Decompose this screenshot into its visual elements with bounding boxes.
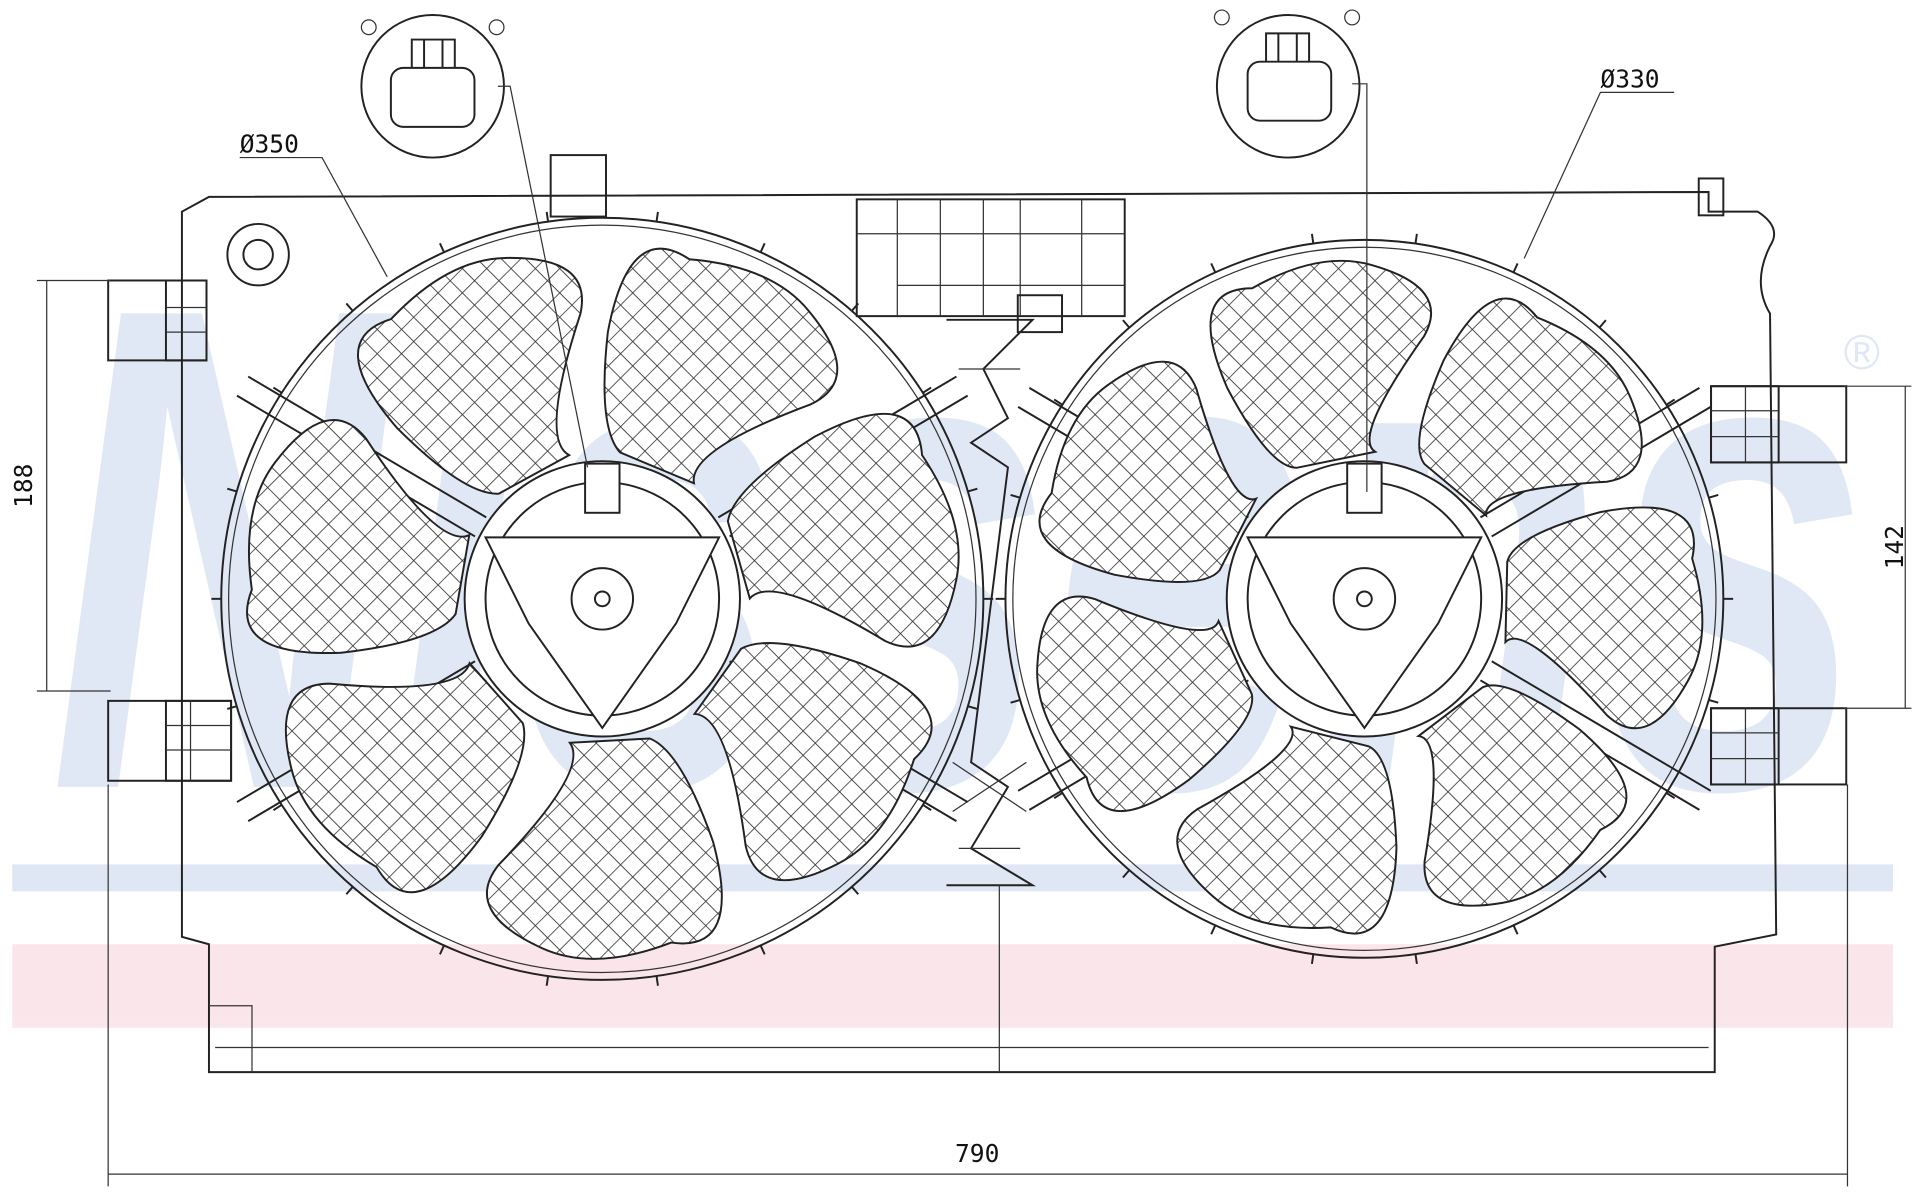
right-connector-detail <box>1213 9 1368 492</box>
fan-ring-tab <box>1310 233 1315 244</box>
fan-ring-tab <box>345 886 354 895</box>
fan-ring-tab <box>1512 263 1519 273</box>
overall-width-label: 790 <box>955 1139 999 1168</box>
fan-ring-tab <box>1210 924 1217 935</box>
fan-blade <box>1415 684 1628 907</box>
fan-ring-tab <box>1414 953 1418 964</box>
fan-blade <box>692 642 933 882</box>
fan-motor-bracket <box>1246 536 1483 730</box>
fan-blade <box>1038 360 1259 583</box>
fan-hub-cap <box>570 567 635 631</box>
fan-ring-tab <box>545 211 550 222</box>
fan-ring-tab <box>439 242 445 253</box>
left-brackets <box>107 279 233 782</box>
fan-ring-tab <box>272 386 283 394</box>
fan-ring-tab <box>1310 953 1315 964</box>
fan-ring-tab <box>851 302 860 312</box>
watermark-stripe-red <box>12 944 1893 1028</box>
fan-ring-tab <box>1053 398 1063 406</box>
fan-ring-tab <box>655 211 659 222</box>
fan-ring-tab <box>1708 699 1719 704</box>
dimensions: Ø350 Ø330 188 142 790 <box>9 64 1912 1187</box>
fan-ring-tab <box>1210 263 1217 273</box>
fan-ring-tab <box>922 386 932 394</box>
right-fan <box>995 233 1734 964</box>
fan-motor-connector <box>1346 462 1383 514</box>
fan-blade <box>1209 259 1433 469</box>
fan-ring-tab <box>1512 924 1519 935</box>
watermark-registered: ® <box>1844 325 1880 380</box>
fan-ring-tab <box>1665 792 1676 800</box>
fan-ring-tab <box>226 487 237 493</box>
fan-ring-tab <box>967 705 978 710</box>
fan-ring-tab <box>1122 869 1131 879</box>
fan-blade <box>726 412 960 648</box>
left-connector-detail <box>360 13 589 468</box>
fan-ring-tab <box>967 487 978 493</box>
fan-motor-bracket <box>483 536 721 730</box>
right-height-label: 142 <box>1880 525 1909 569</box>
fan-blade <box>284 661 526 894</box>
fan-ring-tab <box>1598 319 1607 329</box>
fan-blade <box>1504 506 1704 730</box>
fan-ring-tab <box>272 804 283 811</box>
fan-ring-tab <box>655 975 659 986</box>
fan-ring-tab <box>1053 792 1063 800</box>
fan-blade <box>246 419 471 655</box>
right-fan-diameter-label: Ø330 <box>1600 64 1659 93</box>
left-height-label: 188 <box>9 464 38 508</box>
fan-ring-tab <box>1010 699 1021 704</box>
fan-ring-tab <box>1010 494 1021 499</box>
fan-shaft <box>593 590 611 608</box>
fan-motor-connector <box>584 462 621 514</box>
fan-ring-tab <box>1665 398 1676 406</box>
fan-blade <box>1036 595 1254 812</box>
fan-ring-tab <box>759 945 766 955</box>
fan-ring-tab <box>922 804 932 811</box>
fan-ring-tab <box>1414 233 1418 244</box>
fan-ring-tab <box>1598 869 1607 879</box>
fan-ring-tab <box>345 302 354 312</box>
fan-ring-tab <box>226 705 237 710</box>
fan-hub-cap <box>1332 567 1397 631</box>
fan-ring-tab <box>759 242 766 253</box>
fan-ring-inner <box>1012 246 1717 952</box>
fan-blade <box>485 737 723 960</box>
right-brackets <box>1710 385 1848 786</box>
left-fan <box>211 211 994 986</box>
fan-blade <box>603 247 839 485</box>
fan-ring-tab <box>1122 319 1131 329</box>
shroud <box>107 154 1848 1074</box>
fan-ring-tab <box>851 886 860 895</box>
fan-ring-tab <box>439 945 445 955</box>
left-fan-diameter-label: Ø350 <box>240 130 299 159</box>
fan-ring-inner <box>228 224 977 974</box>
fan-blade <box>1418 297 1643 518</box>
fan-ring-tab <box>545 975 550 986</box>
fan-blade <box>1176 725 1398 935</box>
fan-ring-tab <box>1708 494 1719 499</box>
fan-shaft <box>1356 590 1373 608</box>
